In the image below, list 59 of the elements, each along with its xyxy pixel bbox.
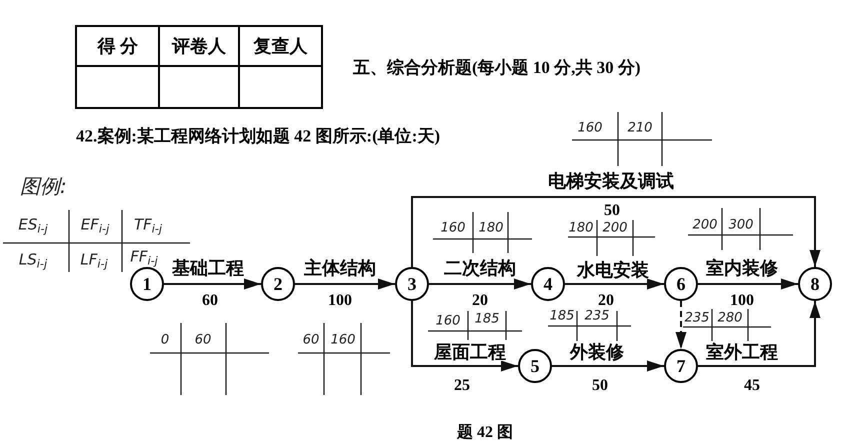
arrow	[411, 301, 518, 372]
column-header: 复查人	[240, 27, 321, 67]
handwritten-value: 160	[330, 334, 356, 346]
column-header: 评卷人	[160, 27, 240, 67]
activity-label: 二次结构	[443, 259, 517, 277]
activity-label: 外装修	[569, 343, 625, 361]
handwritten-value: 200	[602, 222, 628, 234]
handwritten-value: 160	[578, 122, 602, 134]
handwritten-value: 60	[194, 334, 212, 346]
handwritten-heading: 图例:	[20, 176, 67, 196]
activity-label: 室内装修	[705, 259, 779, 277]
section-heading: 五、综合分析题(每小题 10 分,共 30 分)	[353, 59, 641, 76]
arrow	[698, 301, 820, 367]
duration-label: 100	[730, 293, 754, 309]
arrow	[698, 278, 798, 290]
handwritten-value: 235	[684, 312, 710, 324]
handwritten-value: 185	[474, 312, 500, 326]
handwritten-value: 300	[728, 218, 754, 232]
arrow	[411, 196, 820, 267]
duration-label: 25	[454, 378, 470, 394]
legend-notation: FF$_{i-j}$	[130, 250, 158, 264]
activity-label: 主体结构	[303, 259, 377, 277]
duration-label: 20	[598, 293, 614, 309]
handwritten-value: 200	[692, 218, 718, 232]
arrow	[565, 278, 664, 290]
legend-notation: EF$_{i-j}$	[80, 218, 110, 232]
arrow	[552, 360, 664, 372]
legend-notation: LS$_{i-j}$	[18, 252, 48, 268]
activity-label: 屋面工程	[433, 343, 507, 361]
duration-label: 45	[744, 378, 760, 394]
duration-label: 20	[472, 293, 488, 309]
handwritten-value: 180	[568, 222, 594, 234]
arrow	[295, 278, 395, 290]
legend-notation: ES$_{i-j}$	[18, 218, 48, 232]
handwritten-value: 180	[478, 222, 504, 234]
dashed-arrow	[676, 301, 686, 349]
legend-notation: TF$_{i-j}$	[134, 218, 162, 232]
handwritten-value: 160	[440, 222, 466, 234]
figure-caption: 题 42 图	[457, 425, 513, 441]
handwritten-value: 0	[160, 334, 170, 346]
activity-label: 电梯安装及调试	[547, 172, 675, 190]
question-text: 42.案例:某工程网络计划如题 42 图所示:(单位:天)	[76, 128, 440, 144]
activity-label: 基础工程	[171, 259, 245, 277]
duration-label: 50	[592, 378, 608, 394]
activity-label: 室外工程	[705, 343, 779, 361]
column-header: 得 分	[77, 27, 160, 67]
handwritten-value: 235	[584, 310, 610, 322]
legend-notation: LF$_{i-j}$	[80, 252, 108, 268]
handwritten-value: 280	[718, 312, 742, 324]
handwritten-value: 160	[436, 314, 460, 328]
arrow	[164, 278, 261, 290]
duration-label: 60	[202, 293, 218, 309]
handwritten-value: 60	[302, 334, 320, 346]
duration-label: 50	[604, 203, 620, 219]
activity-label: 水电安装	[576, 261, 650, 279]
handwritten-value: 210	[628, 122, 652, 134]
arrow	[429, 278, 531, 290]
duration-label: 100	[328, 293, 352, 309]
handwritten-value: 185	[550, 310, 574, 322]
